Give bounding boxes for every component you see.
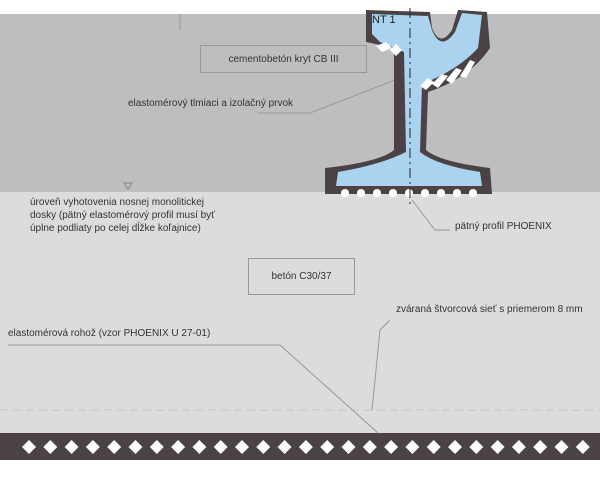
mat-diamond — [277, 440, 292, 454]
level-marker-icon — [123, 182, 133, 190]
mat-diamond — [256, 440, 271, 454]
mat-diamond — [469, 440, 484, 454]
mat-diamond — [448, 440, 462, 454]
mat-diamond — [362, 440, 377, 454]
mat-diamond — [298, 440, 313, 454]
mat-diamond — [107, 440, 122, 454]
mat-diamond — [43, 440, 58, 454]
mat-diamond — [426, 440, 441, 454]
mat-diamond — [128, 440, 143, 454]
mat-diamond — [575, 440, 590, 454]
slab-level-line: úplne podliaty po celej dĺžke koľajnice) — [30, 223, 201, 234]
mat-label: elastomérová rohož (vzor PHOENIX U 27-01… — [8, 328, 211, 339]
leader-lines — [8, 79, 450, 434]
concrete-slab-layer — [0, 192, 600, 433]
mat-diamond — [85, 440, 100, 454]
foot-profile-label: pätný profil PHOENIX — [455, 221, 552, 232]
rail-label: NT 1 — [372, 14, 396, 26]
mat-diamond — [341, 440, 356, 454]
mat-diamond — [213, 440, 228, 454]
mat-diamond — [384, 440, 399, 454]
concrete-cover-box: cementobetón kryt CB III — [200, 45, 367, 73]
mat-diamond — [554, 440, 569, 454]
mat-diamond — [405, 440, 420, 454]
mat-diamond — [490, 440, 505, 454]
mat-diamond — [192, 440, 207, 454]
mat-diamond — [511, 440, 526, 454]
mat-diamond — [171, 440, 186, 454]
mat-diamond — [235, 440, 249, 454]
mesh-label: zváraná štvorcová sieť s priemerom 8 mm — [396, 304, 583, 315]
rail-nt1 — [325, 8, 492, 205]
elastomer-damper-label: elastomérový tlmiaci a izolačný prvok — [128, 98, 294, 109]
mat-diamond — [22, 440, 36, 454]
mat-diamond — [64, 440, 79, 454]
slab-level-label: úroveň vyhotovenia nosnej monolitickej d… — [30, 196, 215, 235]
concrete-label: betón C30/37 — [271, 271, 332, 282]
slab-level-line: dosky (pätný elastomérový profil musí by… — [30, 210, 215, 221]
mat-diamond — [320, 440, 335, 454]
concrete-cover-label: cementobetón kryt CB III — [228, 53, 339, 65]
concrete-box: betón C30/37 — [248, 258, 355, 295]
mat-diamonds — [22, 440, 590, 454]
mat-diamond — [533, 440, 548, 454]
mat-diamond — [149, 440, 164, 454]
slab-level-line: úroveň vyhotovenia nosnej monolitickej — [30, 197, 204, 208]
concrete-cover-layer — [0, 14, 600, 192]
